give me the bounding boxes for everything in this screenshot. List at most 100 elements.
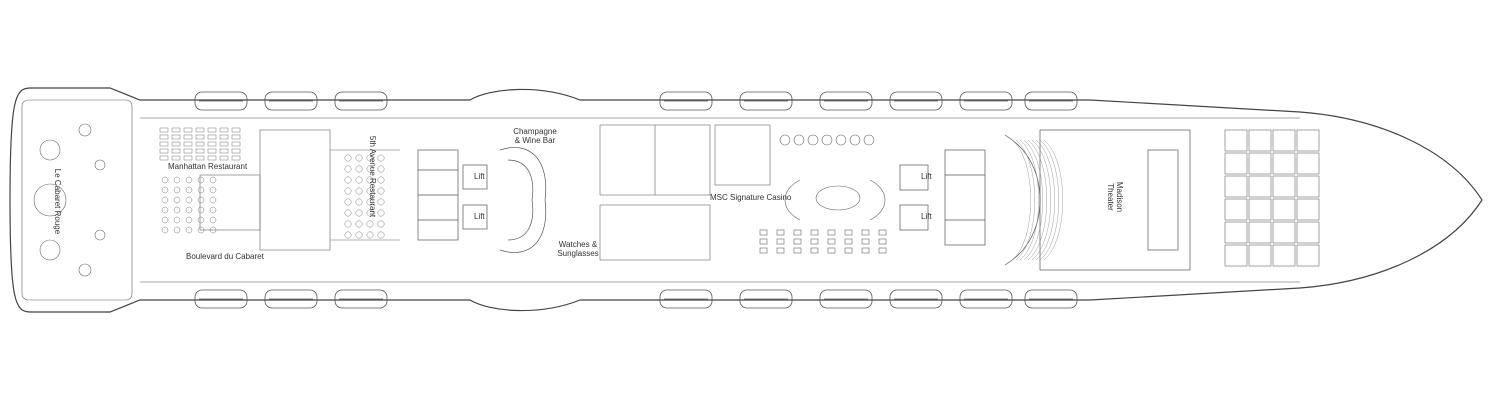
table [219,127,229,133]
forward-cabins [1224,129,1320,267]
table [231,134,241,140]
fifth-avenue-seats [344,154,385,239]
table [173,216,181,224]
cabin [1272,152,1296,175]
table [209,206,217,214]
lifeboat [264,289,318,309]
cabin [1224,221,1248,244]
cabin [1296,129,1320,152]
gaming-table [793,229,802,236]
casino-arc [784,179,801,221]
gaming-table [827,238,836,245]
cabin [1296,152,1320,175]
table [183,141,193,147]
hull-outline [9,87,1483,313]
table [197,196,205,204]
lifeboat [739,289,793,309]
table [185,186,193,194]
slot-table [793,134,805,146]
table [197,206,205,214]
casino-arc [869,179,886,221]
table [183,127,193,133]
seat [366,165,374,173]
gaming-table [861,229,870,236]
seat [355,187,363,195]
table [231,155,241,161]
table [195,148,205,154]
venue-label-manhattan-restaurant: Manhattan Restaurant [168,162,248,171]
seat [377,220,385,228]
seat [377,165,385,173]
seat [344,176,352,184]
watches-line-2: Sunglasses [557,249,599,258]
table [207,127,217,133]
cabin [1248,129,1272,152]
lifeboat [889,289,943,309]
venue-label-watches-sunglasses: Watches & Sunglasses [548,240,608,258]
lifeboats-bottom [194,289,1078,309]
table [173,196,181,204]
cabin [1272,198,1296,221]
cabin [1296,198,1320,221]
table [219,155,229,161]
seat [377,198,385,206]
lifeboat [959,91,1013,111]
table [209,176,217,184]
table [159,155,169,161]
table [159,141,169,147]
casino-area [759,134,887,254]
slot-table [849,134,861,146]
seat [355,231,363,239]
casino-bar [815,185,861,211]
table [183,134,193,140]
table [173,226,181,234]
seat [377,231,385,239]
table [231,127,241,133]
table [195,127,205,133]
table [185,226,193,234]
venue-label-msc-signature-casino: MSC Signature Casino [710,193,792,202]
gaming-table [861,247,870,254]
cabin [1248,198,1272,221]
table [231,148,241,154]
table [209,216,217,224]
venue-label-madison-theater: Madison Theater [1106,177,1124,217]
cabaret-rouge-area [21,99,133,301]
table [207,134,217,140]
lifeboats-top [194,91,1078,111]
gaming-table [759,247,768,254]
gaming-table [776,229,785,236]
slot-table [807,134,819,146]
lifeboat [739,91,793,111]
lifeboat [1024,289,1078,309]
cabin [1296,175,1320,198]
seat [344,198,352,206]
midship-shops [599,124,771,261]
table [159,127,169,133]
table [231,141,241,147]
cabin [1224,198,1248,221]
madison-theater [1004,129,1191,271]
slot-table [821,134,833,146]
cabin [1296,221,1320,244]
lifeboat [659,289,713,309]
lifeboat [819,289,873,309]
gaming-table [844,238,853,245]
seat [355,154,363,162]
lift-label-aft-1: Lift [474,172,485,181]
seat [366,154,374,162]
seat [355,209,363,217]
table [173,186,181,194]
table [219,134,229,140]
cabin [1272,244,1296,267]
table [161,216,169,224]
seat [377,154,385,162]
lifeboat [1024,91,1078,111]
table [173,176,181,184]
table [207,141,217,147]
lifeboat [889,91,943,111]
table [161,186,169,194]
seat [355,220,363,228]
madison-line-2: Theater [1106,183,1115,211]
